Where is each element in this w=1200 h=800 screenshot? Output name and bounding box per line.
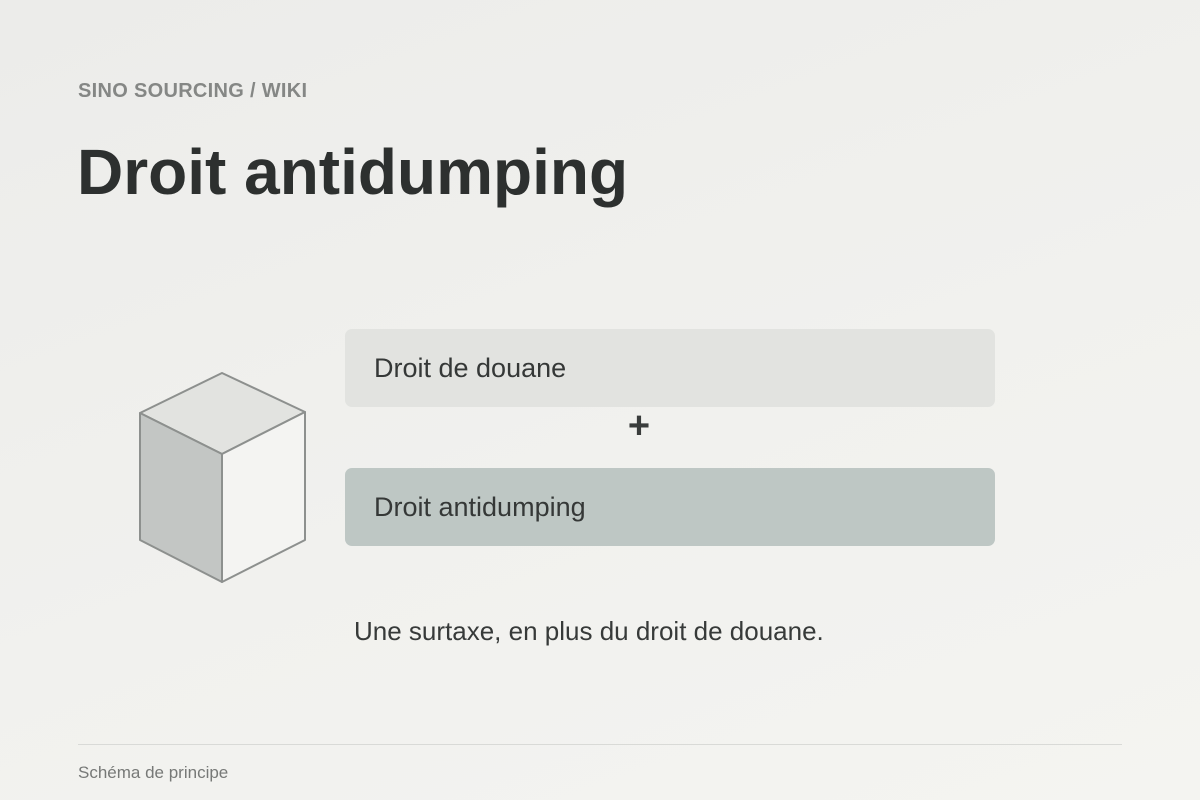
breadcrumb: SINO SOURCING / WIKI [78,80,308,102]
page-title: Droit antidumping [77,136,629,208]
antidumping-duty-label: Droit antidumping [374,491,586,522]
customs-duty-box: Droit de douane [345,329,995,407]
plus-operator: + [627,405,651,447]
cube-right-face [221,411,306,583]
customs-duty-label: Droit de douane [374,352,567,383]
antidumping-duty-box: Droit antidumping [345,468,995,546]
cube-icon [139,372,306,583]
diagram-caption: Une surtaxe, en plus du droit de douane. [354,616,824,646]
footer-note: Schéma de principe [78,763,229,782]
footer-divider [78,744,1122,745]
